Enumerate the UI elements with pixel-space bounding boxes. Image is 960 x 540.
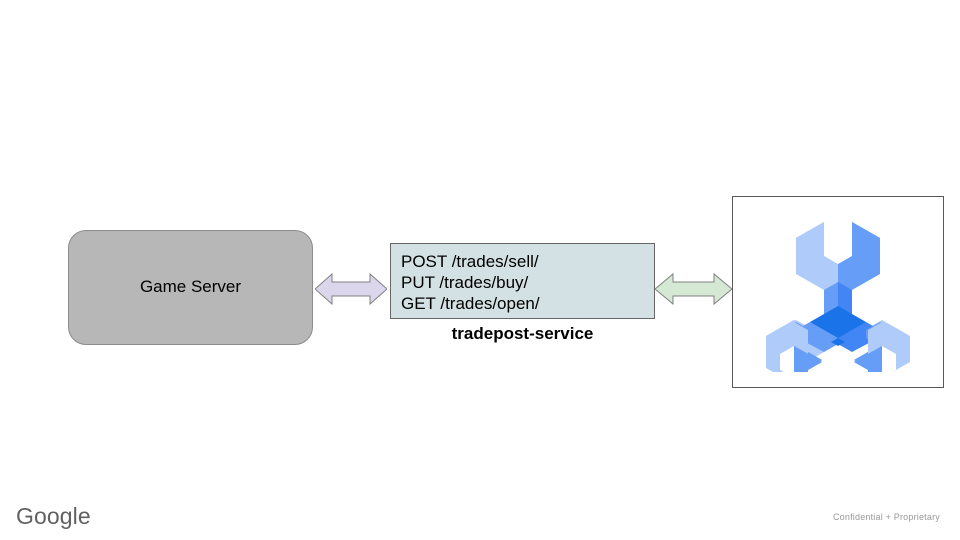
three-pronged-wrench-icon [766, 222, 910, 372]
tradepost-service-box[interactable]: POST /trades/sell/ PUT /trades/buy/ GET … [390, 243, 655, 319]
arrow-game-server-to-service[interactable] [315, 267, 387, 311]
game-server-node[interactable]: Game Server [68, 230, 313, 345]
game-server-label: Game Server [139, 277, 242, 297]
confidentiality-note: Confidential + Proprietary [832, 512, 940, 522]
endpoint-get-trades-open: GET /trades/open/ [401, 294, 540, 313]
arrow-service-to-platform[interactable] [655, 267, 732, 311]
google-logo: Google [16, 503, 91, 529]
endpoint-put-trades-buy: PUT /trades/buy/ [401, 273, 529, 292]
platform-icon-frame[interactable] [732, 196, 944, 388]
tradepost-service-caption: tradepost-service [451, 324, 594, 343]
endpoint-post-trades-sell: POST /trades/sell/ [401, 252, 539, 271]
